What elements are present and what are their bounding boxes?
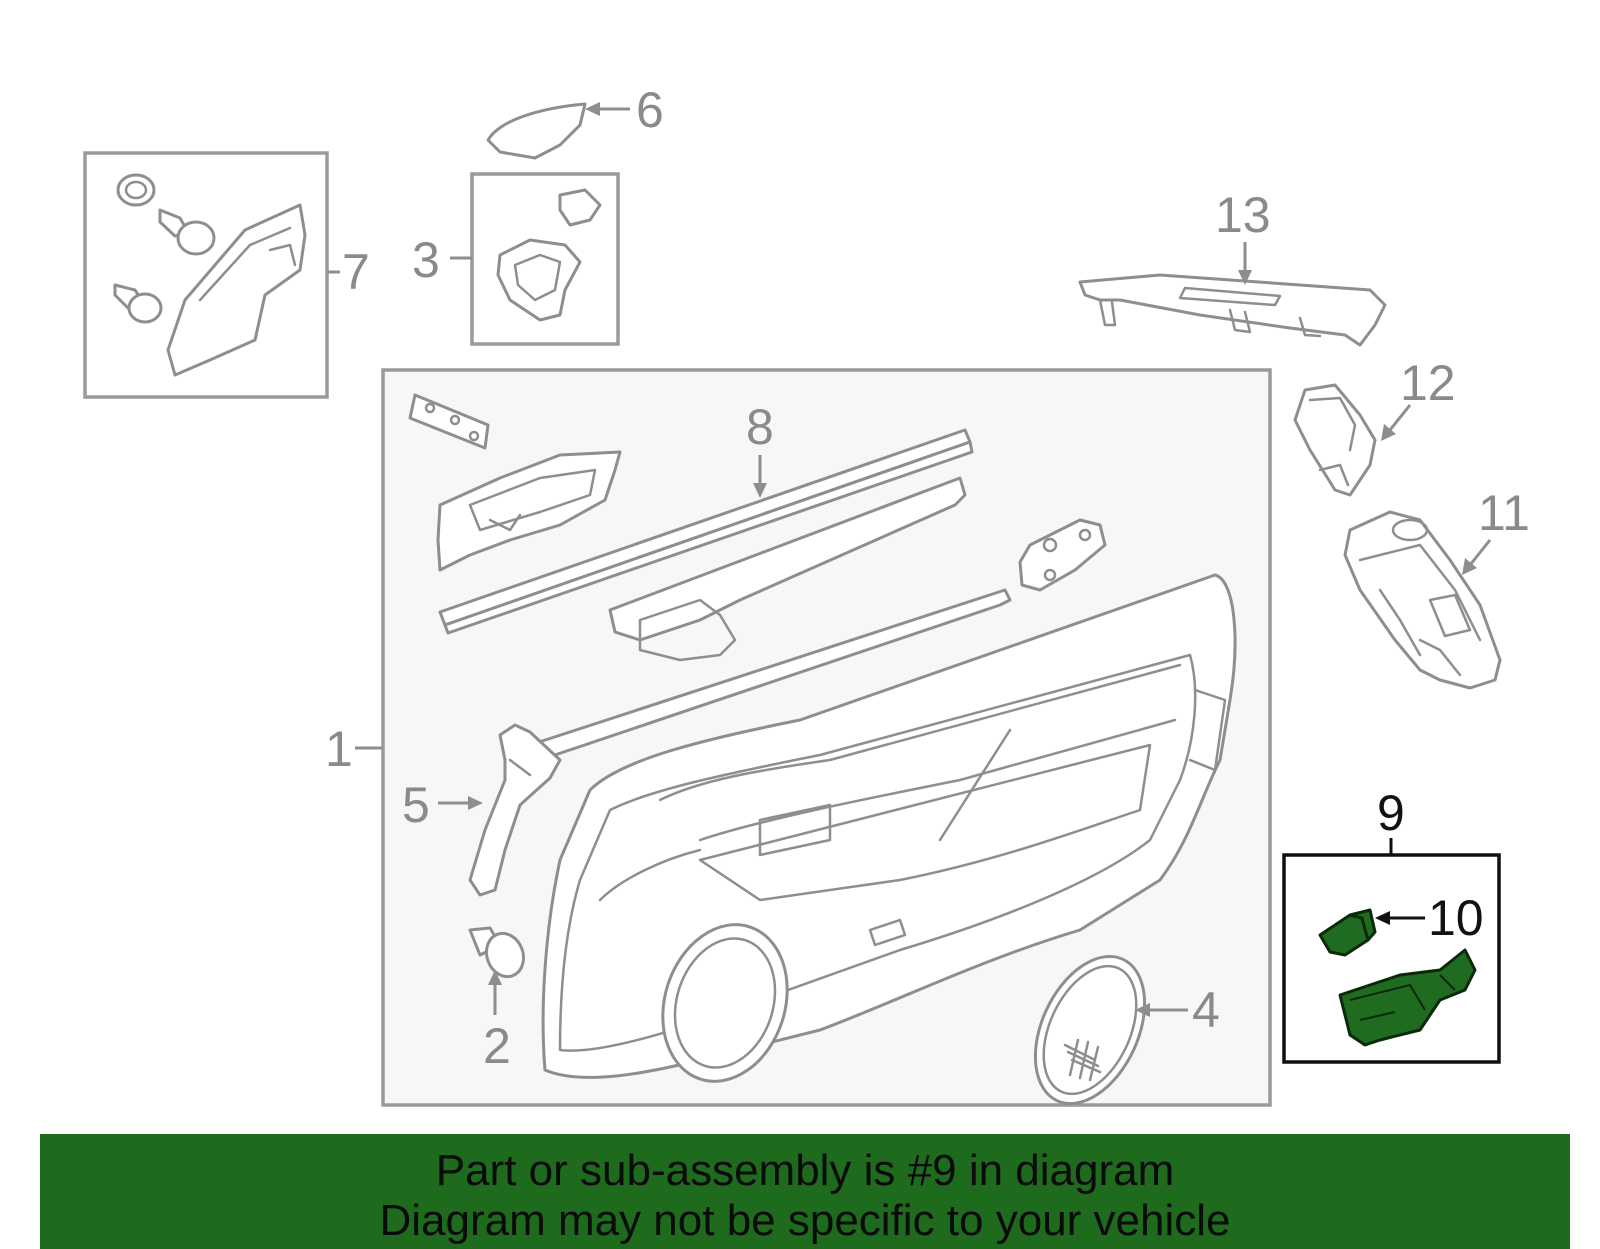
callout-11: 11 [1478, 485, 1530, 541]
callout-10: 10 [1428, 890, 1484, 946]
bracket-kit-box-7 [83, 151, 329, 399]
callout-13: 13 [1215, 187, 1271, 243]
door-trim-panel [541, 573, 1237, 1083]
banner-line-1: Part or sub-assembly is #9 in diagram [435, 1146, 1175, 1195]
banner-line-2: Diagram may not be specific to your vehi… [379, 1196, 1231, 1245]
callout-3: 3 [412, 232, 440, 288]
mirror-cover [486, 102, 587, 160]
callout-8: 8 [746, 399, 774, 455]
callout-12: 12 [1400, 355, 1456, 411]
pull-handle-bracket [468, 723, 562, 897]
belt-molding [438, 428, 974, 662]
inside-handle-bracket [436, 450, 622, 572]
callout-1: 1 [325, 721, 353, 777]
callout-7: 7 [342, 244, 370, 300]
leader-lines [327, 102, 1492, 1017]
info-banner: Part or sub-assembly is #9 in diagram Di… [40, 1134, 1570, 1249]
callout-4: 4 [1192, 982, 1220, 1038]
callout-6: 6 [636, 82, 664, 138]
mount-bracket [408, 393, 490, 450]
courtesy-lamp-housing [1338, 948, 1477, 1047]
retainer-clip [468, 926, 526, 979]
callout-9: 9 [1377, 785, 1405, 841]
callout-5: 5 [402, 777, 430, 833]
speaker-grille [1033, 954, 1147, 1106]
bracket-kit-7-parts [113, 173, 307, 377]
callout-labels: 1 2 3 4 5 6 7 8 9 10 11 12 13 [325, 82, 1530, 1074]
courtesy-lamp-bulb [1318, 908, 1377, 957]
power-window-master-switch [1343, 510, 1502, 690]
mirror-switch [1293, 383, 1377, 497]
bracket-kit-3-parts [496, 188, 602, 322]
callout-2: 2 [483, 1018, 511, 1074]
switch-bezel [1078, 273, 1387, 347]
reinforcement-plate [1018, 518, 1107, 592]
